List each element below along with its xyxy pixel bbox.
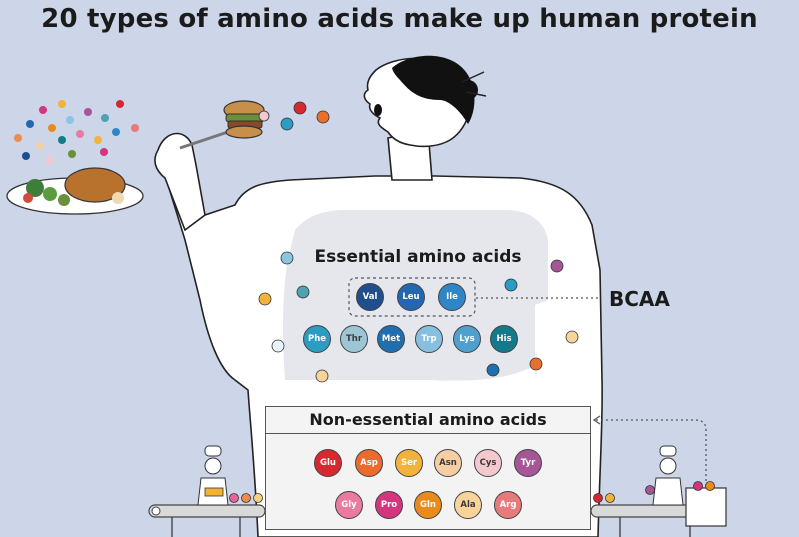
amino-acid-asn: Asn — [434, 449, 462, 477]
conveyor-ball — [229, 493, 239, 503]
crate-icon — [685, 487, 727, 527]
amino-acid-ile: Ile — [438, 283, 466, 311]
amino-acid-phe: Phe — [303, 325, 331, 353]
conveyor-ball — [241, 493, 251, 503]
amino-acid-ser: Ser — [395, 449, 423, 477]
hair-pin — [461, 71, 487, 97]
bcaa-group-box — [348, 277, 476, 317]
amino-acid-thr: Thr — [340, 325, 368, 353]
essential-title: Essential amino acids — [314, 247, 522, 267]
recycle-connector — [596, 419, 707, 486]
amino-acid-cys: Cys — [474, 449, 502, 477]
amino-acid-gln: Gln — [414, 491, 442, 519]
amino-acid-lys: Lys — [453, 325, 481, 353]
non-essential-box: Non-essential amino acids Glu Asp Ser As… — [265, 406, 591, 530]
non-essential-title: Non-essential amino acids — [266, 407, 590, 434]
chef-right-icon — [652, 445, 684, 506]
amino-acid-his: His — [490, 325, 518, 353]
page-title: 20 types of amino acids make up human pr… — [41, 4, 758, 34]
conveyor-left — [148, 504, 266, 537]
conveyor-ball — [645, 485, 655, 495]
amino-acid-arg: Arg — [494, 491, 522, 519]
amino-acid-tyr: Tyr — [514, 449, 542, 477]
amino-acid-glu: Glu — [314, 449, 342, 477]
floating-particles — [14, 100, 579, 383]
amino-acid-pro: Pro — [375, 491, 403, 519]
amino-acid-val: Val — [356, 283, 384, 311]
hair-shape — [392, 55, 475, 124]
amino-acid-gly: Gly — [335, 491, 363, 519]
amino-acid-asp: Asp — [355, 449, 383, 477]
arm-shape — [154, 132, 206, 232]
mouth — [374, 104, 382, 116]
amino-acid-met: Met — [377, 325, 405, 353]
food-plate-icon — [6, 167, 144, 215]
amino-acid-leu: Leu — [397, 283, 425, 311]
hair-bun — [458, 80, 478, 100]
burger-icon — [223, 100, 265, 139]
conveyor-ball — [593, 493, 603, 503]
conveyor-ball — [705, 481, 715, 491]
amino-acid-ala: Ala — [454, 491, 482, 519]
amino-acid-trp: Trp — [415, 325, 443, 353]
chef-left-icon — [197, 445, 229, 506]
conveyor-ball — [605, 493, 615, 503]
recycle-arrow-icon — [592, 415, 601, 425]
conveyor-ball — [253, 493, 263, 503]
bcaa-label: BCAA — [609, 287, 670, 311]
conveyor-ball — [693, 481, 703, 491]
